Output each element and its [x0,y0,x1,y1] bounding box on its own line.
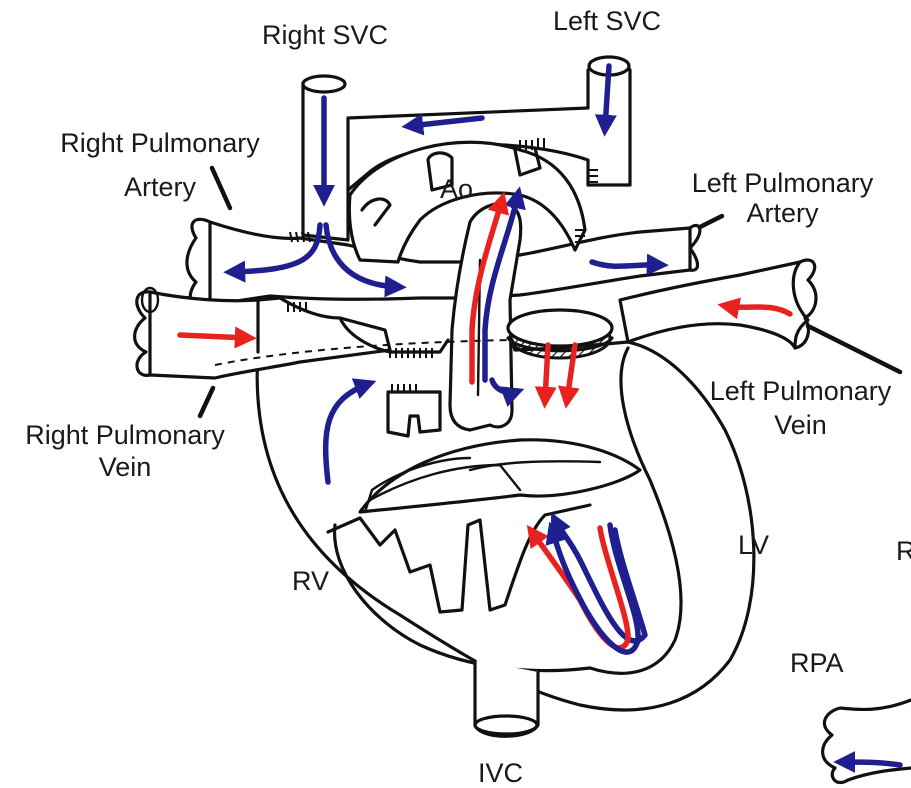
label-rpa: RPA [790,648,844,678]
label-right-pulmonary-vein-2: Vein [0,452,250,482]
label-right-pulmonary-vein-1: Right Pulmonary [0,420,250,450]
label-left-svc: Left SVC [553,6,661,36]
label-lv: LV [738,530,769,560]
blue-arrow-rv-up [326,384,368,482]
red-arrow-rpv [180,335,248,338]
label-left-pulmonary-artery-1: Left Pulmonary [670,168,895,198]
red-arrow-mitral-1 [545,345,548,400]
label-left-pulmonary-vein-2: Vein [690,410,911,440]
label-left-pulmonary-vein-1: Left Pulmonary [690,376,911,406]
label-left-pulmonary-artery-2: Artery [670,198,895,228]
rpa-vessel [823,700,911,783]
valve-leaflets [360,440,640,512]
label-cut-off: R [896,536,911,566]
label-aorta: Ao [440,174,473,204]
blue-arrow-rpa [842,762,900,765]
label-right-pulmonary-artery-2: Artery [40,172,280,202]
label-ivc: IVC [478,758,523,788]
label-right-svc: Right SVC [262,20,388,50]
label-rv: RV [292,566,329,596]
label-right-pulmonary-artery-1: Right Pulmonary [40,128,280,158]
